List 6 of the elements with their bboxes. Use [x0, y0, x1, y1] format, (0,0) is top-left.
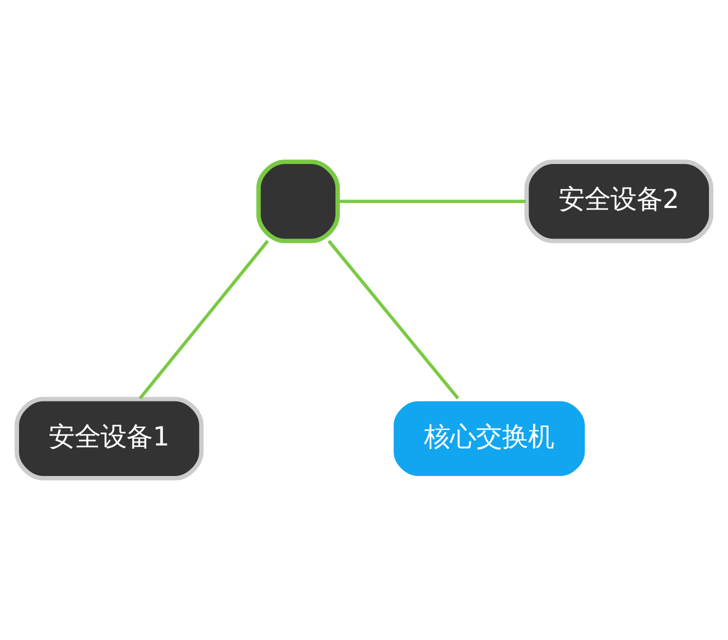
node-box: [256, 160, 340, 244]
node-box: 安全设备1: [14, 396, 204, 480]
connector: [338, 200, 526, 203]
connector: [138, 240, 269, 400]
node-box: 安全设备2: [524, 160, 714, 244]
connector: [328, 240, 460, 400]
